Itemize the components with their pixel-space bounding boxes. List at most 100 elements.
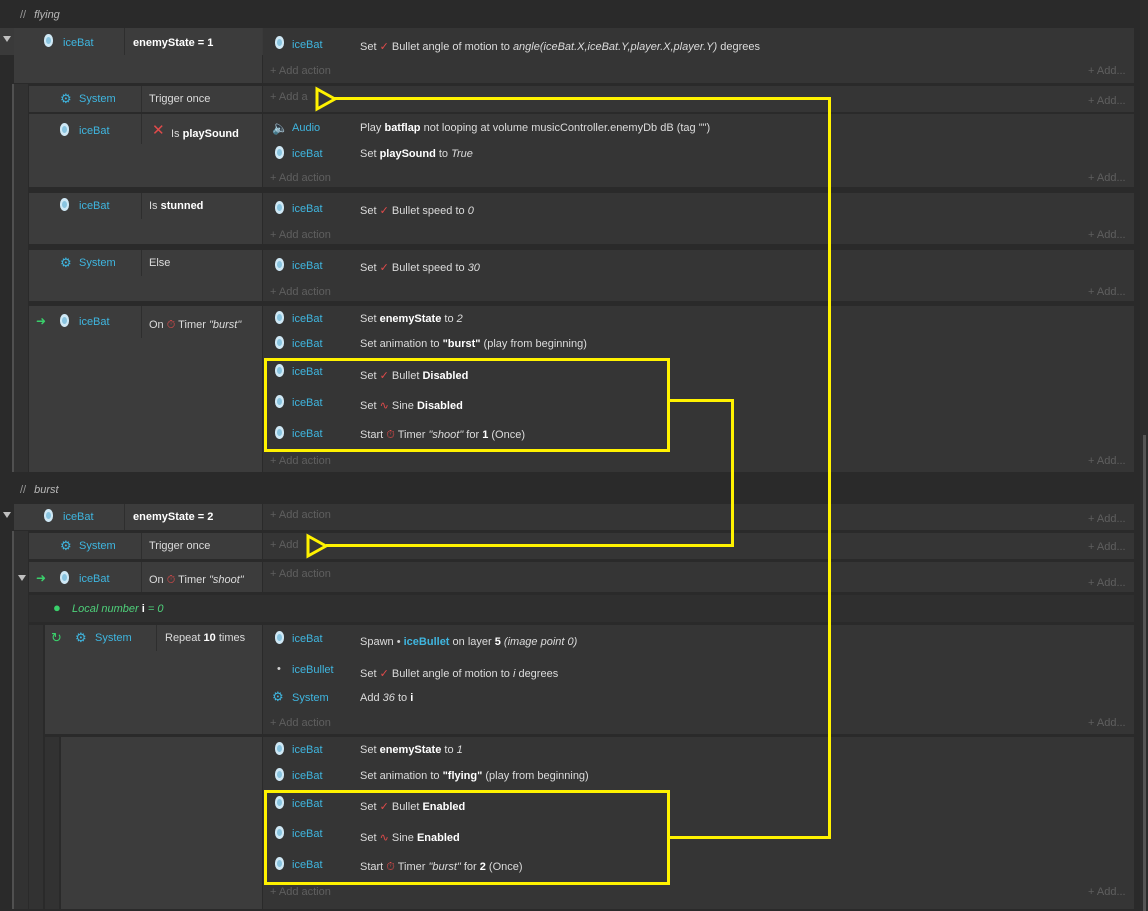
action-text[interactable]: Set ✓ Bullet Disabled: [360, 370, 469, 382]
action-text[interactable]: Set ✓ Bullet speed to 30: [360, 262, 480, 274]
add-more-link[interactable]: + Add...: [1088, 65, 1126, 77]
action-area: [263, 737, 1134, 909]
add-more-link[interactable]: + Add...: [1088, 886, 1126, 898]
tree-indent: [14, 531, 28, 909]
condition-block-trigger[interactable]: [29, 86, 262, 112]
icebat-icon: [275, 201, 284, 217]
object-label: System: [95, 632, 132, 644]
gear-icon: ⚙: [75, 630, 87, 645]
object-label: System: [79, 93, 116, 105]
add-more-link[interactable]: + Add...: [1088, 95, 1126, 107]
condition-text[interactable]: Is playSound: [171, 128, 239, 140]
action-area: [263, 625, 1134, 734]
divider: [141, 250, 142, 276]
divider: [156, 625, 157, 651]
add-action-link[interactable]: + Add action: [270, 717, 331, 729]
object-label: iceBat: [79, 316, 110, 328]
action-text[interactable]: Add 36 to i: [360, 692, 414, 704]
local-variable-text[interactable]: Local number i = 0: [72, 603, 164, 615]
collapse-arrow-icon[interactable]: [18, 575, 26, 581]
icebat-icon: [275, 395, 284, 411]
bullet-icon: ✓: [379, 801, 389, 813]
icebat-icon: [44, 34, 53, 50]
add-action-link[interactable]: + Add action: [270, 568, 331, 580]
icebat-icon: [275, 146, 284, 162]
object-label: iceBat: [63, 511, 94, 523]
divider: [141, 114, 142, 144]
icebat-icon: [275, 36, 284, 52]
condition-text[interactable]: enemyState = 1: [133, 37, 214, 49]
action-object-label: iceBat: [292, 428, 323, 440]
bullet-icon: ✓: [379, 668, 389, 680]
action-text[interactable]: Spawn • iceBullet on layer 5 (image poin…: [360, 636, 578, 648]
action-text[interactable]: Set animation to "flying" (play from beg…: [360, 770, 589, 782]
action-text[interactable]: Set ✓ Bullet angle of motion to angle(ic…: [360, 41, 760, 53]
condition-text[interactable]: On ⏱ Timer "shoot": [149, 574, 244, 586]
icebat-icon: [60, 314, 69, 330]
icebat-icon: [275, 742, 284, 758]
icebat-icon: [275, 631, 284, 647]
collapse-arrow-icon[interactable]: [3, 36, 11, 42]
collapse-arrow-icon[interactable]: [3, 512, 11, 518]
condition-text[interactable]: Else: [149, 257, 171, 269]
action-text[interactable]: Set ✓ Bullet angle of motion to i degree…: [360, 668, 559, 680]
action-text[interactable]: Play batflap not looping at volume music…: [360, 122, 711, 134]
add-action-link[interactable]: + Add action: [270, 286, 331, 298]
add-more-link[interactable]: + Add...: [1088, 717, 1126, 729]
action-text[interactable]: Set ✓ Bullet Enabled: [360, 801, 466, 813]
action-text[interactable]: Set ∿ Sine Enabled: [360, 832, 460, 844]
condition-block-burst-root[interactable]: [14, 504, 262, 530]
local-variable-row[interactable]: [29, 595, 1134, 622]
group-comment-burst[interactable]: //burst: [20, 484, 59, 496]
condition-block-timer-burst[interactable]: [29, 306, 262, 472]
add-more-link[interactable]: + Add...: [1088, 541, 1126, 553]
add-action-link[interactable]: + Add action: [270, 455, 331, 467]
condition-block-empty[interactable]: [61, 737, 262, 909]
add-action-link[interactable]: + Add: [270, 539, 299, 551]
condition-text[interactable]: Trigger once: [149, 540, 211, 552]
condition-text[interactable]: Is stunned: [149, 200, 204, 212]
add-more-link[interactable]: + Add...: [1088, 513, 1126, 525]
timer-icon: ⏱: [166, 319, 176, 331]
add-action-link[interactable]: + Add action: [270, 509, 331, 521]
action-object-label: Audio: [292, 122, 321, 134]
action-text[interactable]: Set ✓ Bullet speed to 0: [360, 205, 474, 217]
action-area: [263, 193, 1134, 244]
action-text[interactable]: Set playSound to True: [360, 148, 473, 160]
action-object-label: iceBat: [292, 203, 323, 215]
add-action-link[interactable]: + Add action: [270, 172, 331, 184]
add-action-link[interactable]: + Add action: [270, 229, 331, 241]
action-text[interactable]: Set animation to "burst" (play from begi…: [360, 338, 587, 350]
group-comment-flying[interactable]: //flying: [20, 9, 60, 21]
condition-block-else[interactable]: [29, 250, 262, 301]
condition-block-flying-root[interactable]: [14, 28, 262, 83]
object-label: System: [79, 540, 116, 552]
condition-text[interactable]: enemyState = 2: [133, 511, 214, 523]
add-more-link[interactable]: + Add...: [1088, 577, 1126, 589]
condition-text[interactable]: Trigger once: [149, 93, 211, 105]
add-action-link[interactable]: + Add action: [270, 65, 331, 77]
add-more-link[interactable]: + Add...: [1088, 455, 1126, 467]
add-more-link[interactable]: + Add...: [1088, 286, 1126, 298]
condition-text[interactable]: Repeat 10 times: [165, 632, 246, 644]
bullet-icon: ✓: [379, 205, 389, 217]
object-label: iceBat: [79, 573, 110, 585]
condition-block-trigger[interactable]: [29, 533, 262, 559]
condition-block-repeat[interactable]: [45, 625, 262, 734]
add-action-link[interactable]: + Add action: [270, 886, 331, 898]
icebat-icon: [275, 768, 284, 784]
action-text[interactable]: Set ∿ Sine Disabled: [360, 400, 463, 412]
action-text[interactable]: Start ⏱ Timer "burst" for 2 (Once): [360, 861, 523, 873]
add-more-link[interactable]: + Add...: [1088, 172, 1126, 184]
action-text[interactable]: Set enemyState to 2: [360, 313, 463, 325]
tree-indent: [45, 737, 59, 909]
add-more-link[interactable]: + Add...: [1088, 229, 1126, 241]
action-object-label: iceBullet: [292, 664, 334, 676]
action-text[interactable]: Start ⏱ Timer "shoot" for 1 (Once): [360, 429, 525, 441]
action-object-label: iceBat: [292, 148, 323, 160]
add-action-link[interactable]: + Add a: [270, 91, 308, 103]
action-text[interactable]: Set enemyState to 1: [360, 744, 463, 756]
scrollbar-thumb[interactable]: [1143, 435, 1146, 911]
condition-text[interactable]: On ⏱ Timer "burst": [149, 319, 242, 331]
annotation-line: [668, 836, 831, 839]
